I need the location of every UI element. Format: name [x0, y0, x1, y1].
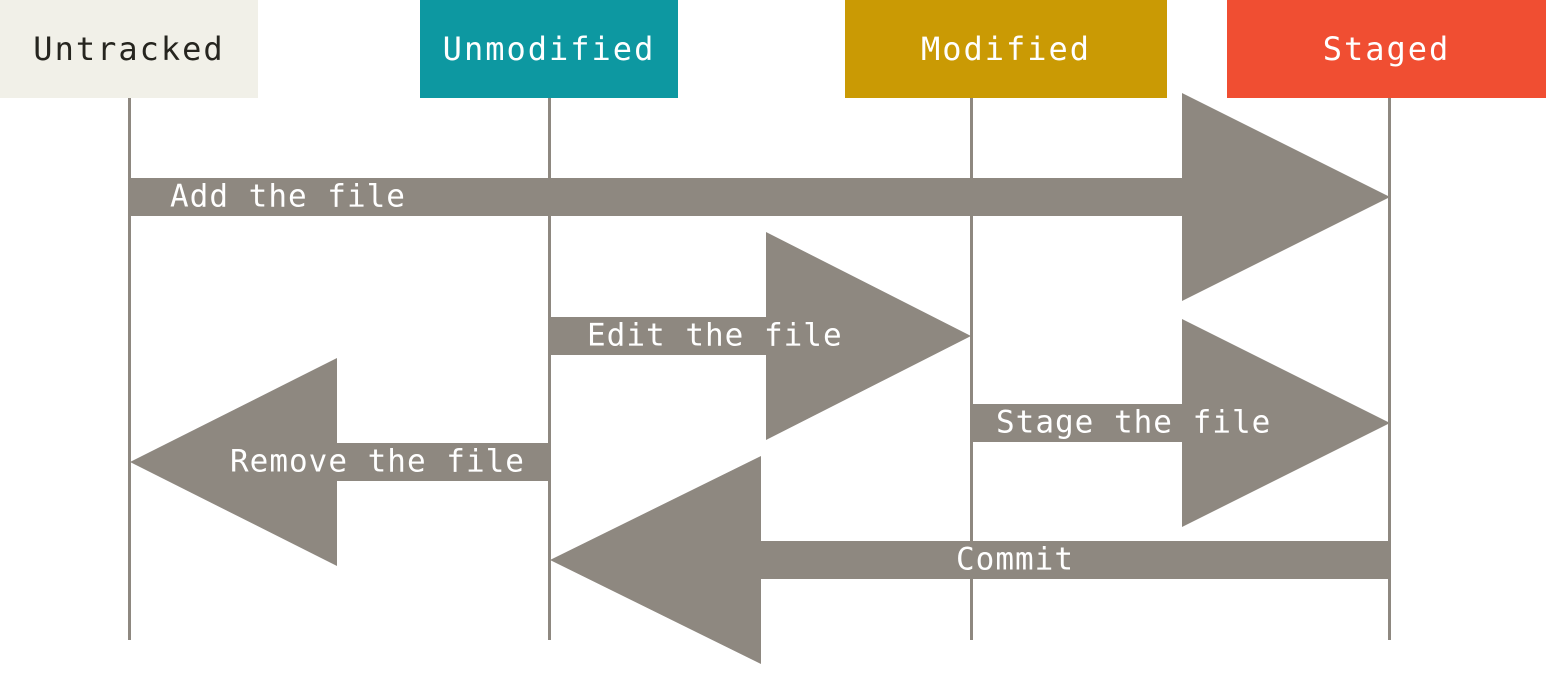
- state-box-staged: Staged: [1227, 0, 1546, 98]
- arrowhead-left-icon: [550, 456, 761, 664]
- arrowhead-left-icon: [130, 358, 337, 566]
- arrow-shaft: [761, 541, 1390, 579]
- arrowhead-right-icon: [1182, 93, 1390, 301]
- arrow-label: Remove the file: [230, 443, 525, 480]
- arrowhead-right-icon: [1182, 319, 1390, 527]
- arrow-label: Stage the file: [996, 404, 1272, 441]
- state-label-untracked: Untracked: [33, 30, 225, 68]
- arrow-shaft: [337, 443, 550, 481]
- state-label-unmodified: Unmodified: [442, 30, 656, 68]
- state-label-staged: Staged: [1322, 30, 1451, 68]
- state-box-modified: Modified: [845, 0, 1167, 98]
- state-label-modified: Modified: [920, 30, 1092, 68]
- arrow-label: Commit: [956, 541, 1074, 578]
- arrow-label: Edit the file: [587, 317, 843, 354]
- lifeline-unmodified: [548, 98, 551, 640]
- lifeline-modified: [970, 98, 973, 640]
- state-box-unmodified: Unmodified: [420, 0, 678, 98]
- arrowhead-right-icon: [766, 232, 971, 440]
- arrow-shaft: [971, 404, 1182, 442]
- arrow-shaft: [550, 317, 766, 355]
- arrow-shaft: [130, 178, 1182, 216]
- lifeline-untracked: [128, 98, 131, 640]
- state-box-untracked: Untracked: [0, 0, 258, 98]
- arrow-label: Add the file: [170, 178, 406, 215]
